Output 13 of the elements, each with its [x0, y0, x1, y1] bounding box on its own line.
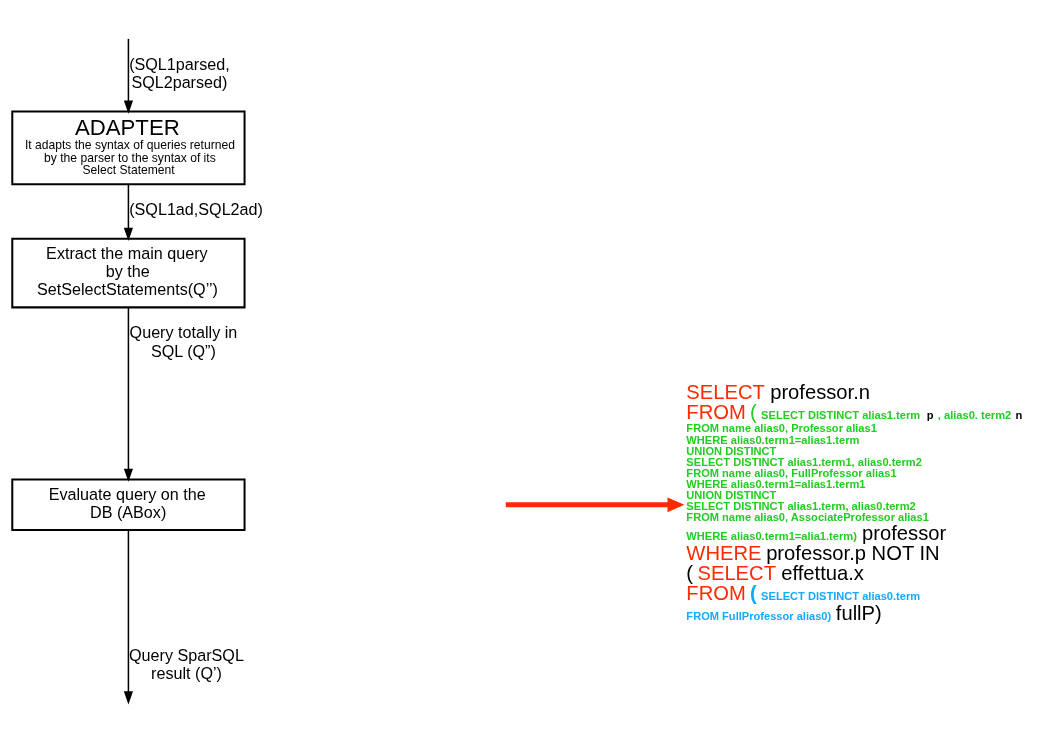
- arrow: [123, 37, 133, 114]
- edge-label: Query SparSQL result (Q’): [129, 645, 244, 682]
- edge-label: (SQL1ad,SQL2ad): [129, 199, 263, 218]
- node-box: Extract the main query by the SetSelectStatements(Q’’): [11, 237, 246, 308]
- arrow: [505, 496, 685, 512]
- node-box: ADAPTER It adapts the syntax of queries returned by the parser to the syntax of its Select Statement: [11, 109, 246, 185]
- edge-label: Query totally in SQL (Q”): [129, 322, 238, 360]
- node-text: SELECT professor.n FROM ( SELECT DISTINCT alias1.term p , alias0. term2 n FROM name alias0, Professor alias1 WHERE alias0.term1=alias1.term UNION DISTINCT SELECT DISTINCT alias1.term1, alias0.term2 FROM name alias0, FullProfessor alias1 WHERE alias0.term1=alias1.term1 UNION DISTINCT SELECT DISTINCT alias1.term, alias0.term2 FROM name alias0, AssociateProfessor alias1 WHERE alias0.term1=alia1.term) professor WHERE professor.p NOT IN ( SELECT effettua.x FROM ( SELECT DISTINCT alias0.term FROM FullProfessor alias0) fullP): [686, 380, 1023, 624]
- arrow: [123, 183, 133, 241]
- edge-label: (SQL1parsed, SQL2parsed): [129, 54, 230, 91]
- arrow: [123, 529, 133, 704]
- arrow: [123, 306, 133, 482]
- node-box: Evaluate query on the DB (ABox): [11, 478, 246, 531]
